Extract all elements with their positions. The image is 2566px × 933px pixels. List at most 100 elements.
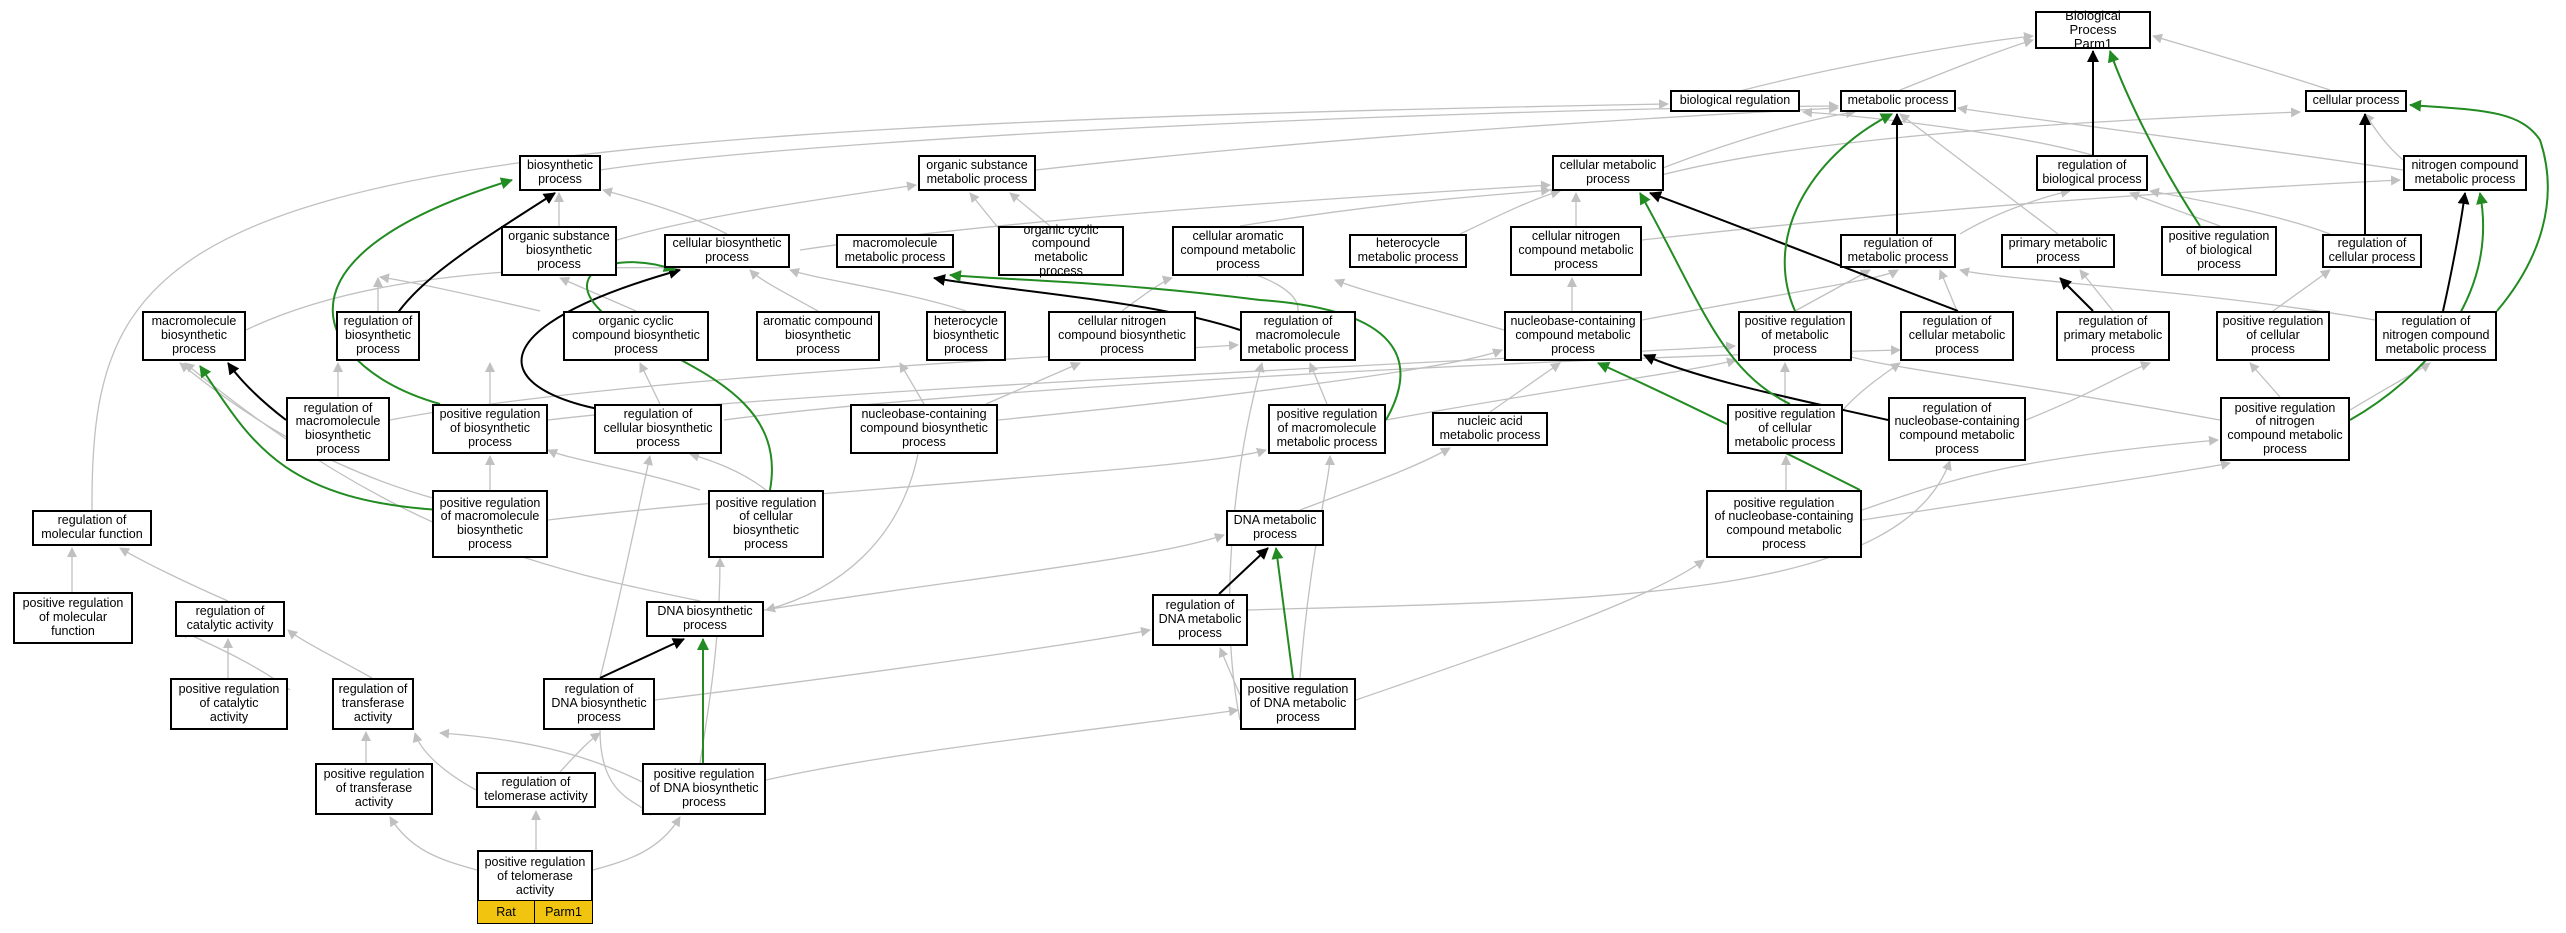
edge-is-a <box>1842 362 1901 411</box>
edge-is-a <box>1239 267 1299 312</box>
node-label: positive regulation of catalytic activit… <box>178 682 280 724</box>
node-dna-metabolic-process[interactable]: DNA metabolic process <box>1226 510 1324 546</box>
node-organic-cyclic-compound-metabolic-process[interactable]: organic cyclic compound metabolic proces… <box>998 223 1124 278</box>
node-positive-regulation-of-molecular-function[interactable]: positive regulation of molecular functio… <box>13 592 133 644</box>
node-label: metabolic process <box>1847 93 1949 108</box>
edge-is-a <box>997 348 1503 421</box>
node-cellular-process[interactable]: cellular process <box>2305 90 2407 112</box>
node-regulation-of-molecular-function[interactable]: regulation of molecular function <box>32 510 152 546</box>
node-biological-regulation[interactable]: biological regulation <box>1670 90 1800 112</box>
node-regulation-of-biosynthetic-process[interactable]: regulation of biosynthetic process <box>336 311 420 361</box>
node-positive-regulation-of-metabolic-process[interactable]: positive regulation of metabolic process <box>1738 311 1852 361</box>
node-regulation-of-macromolecule-metabolic-process[interactable]: regulation of macromolecule metabolic pr… <box>1240 311 1356 361</box>
edge-is-a <box>1938 269 1958 312</box>
node-regulation-of-dna-metabolic-process[interactable]: regulation of DNA metabolic process <box>1152 594 1248 646</box>
node-metabolic-process[interactable]: metabolic process <box>1840 90 1956 112</box>
edge-positively-regulates <box>1271 547 1294 679</box>
node-label: heterocycle biosynthetic process <box>932 314 999 356</box>
node-cellular-biosynthetic-process[interactable]: cellular biosynthetic process <box>664 234 790 268</box>
node-label: regulation of DNA biosynthetic process <box>551 682 647 724</box>
node-regulation-of-dna-biosynthetic-process[interactable]: regulation of DNA biosynthetic process <box>543 678 655 730</box>
node-regulation-of-transferase-activity[interactable]: regulation of transferase activity <box>332 678 414 730</box>
node-positive-regulation-of-nitrogen-compound-metabolic-process[interactable]: positive regulation of nitrogen compound… <box>2220 397 2350 461</box>
node-positive-regulation-of-biological-process[interactable]: positive regulation of biological proces… <box>2161 226 2277 276</box>
node-biosynthetic-process[interactable]: biosynthetic process <box>519 155 601 191</box>
node-positive-regulation-of-macromolecule-metabolic-process[interactable]: positive regulation of macromolecule met… <box>1268 404 1386 454</box>
node-cellular-nitrogen-compound-biosynthetic-process[interactable]: cellular nitrogen compound biosynthetic … <box>1048 311 1196 361</box>
node-label: nucleobase-containing compound biosynthe… <box>860 407 988 449</box>
node-label: positive regulation of transferase activ… <box>323 767 425 809</box>
node-label: regulation of cellular metabolic process <box>1908 314 2006 356</box>
edge-regulates <box>1649 191 1959 312</box>
edge-is-a <box>1121 275 1173 312</box>
node-regulation-of-macromolecule-biosynthetic-process[interactable]: regulation of macromolecule biosynthetic… <box>286 397 390 461</box>
node-positive-regulation-of-biosynthetic-process[interactable]: positive regulation of biosynthetic proc… <box>432 404 548 454</box>
node-macromolecule-metabolic-process[interactable]: macromolecule metabolic process <box>836 234 954 268</box>
edge-is-a <box>1229 362 1265 721</box>
node-positive-regulation-of-cellular-process[interactable]: positive regulation of cellular process <box>2216 311 2330 361</box>
node-positive-regulation-of-macromolecule-biosynthetic-process[interactable]: positive regulation of macromolecule bio… <box>432 490 548 558</box>
node-label: cellular aromatic compound metabolic pro… <box>1180 229 1296 271</box>
node-regulation-of-nitrogen-compound-metabolic-process[interactable]: regulation of nitrogen compound metaboli… <box>2375 311 2497 361</box>
node-label: cellular biosynthetic process <box>672 236 782 264</box>
node-label: positive regulation of cellular process <box>2222 314 2324 356</box>
node-positive-regulation-of-dna-biosynthetic-process[interactable]: positive regulation of DNA biosynthetic … <box>642 763 766 815</box>
node-cellular-metabolic-process[interactable]: cellular metabolic process <box>1552 155 1664 191</box>
node-regulation-of-cellular-metabolic-process[interactable]: regulation of cellular metabolic process <box>1900 311 2014 361</box>
node-heterocycle-biosynthetic-process[interactable]: heterocycle biosynthetic process <box>926 311 1006 361</box>
node-regulation-of-metabolic-process[interactable]: regulation of metabolic process <box>1840 234 1956 268</box>
node-cellular-nitrogen-compound-metabolic-process[interactable]: cellular nitrogen compound metabolic pro… <box>1510 226 1642 276</box>
node-regulation-of-catalytic-activity[interactable]: regulation of catalytic activity <box>175 601 285 637</box>
node-regulation-of-cellular-biosynthetic-process[interactable]: regulation of cellular biosynthetic proc… <box>594 404 722 454</box>
edge-is-a <box>1957 104 2404 171</box>
node-label: macromolecule metabolic process <box>844 236 946 264</box>
edge-is-a <box>1735 32 2034 93</box>
edge-is-a <box>2129 191 2221 227</box>
edge-is-a <box>602 187 728 235</box>
node-dna-biosynthetic-process[interactable]: DNA biosynthetic process <box>646 601 764 637</box>
edge-is-a <box>616 181 917 241</box>
node-positive-regulation-of-dna-metabolic-process[interactable]: positive regulation of DNA metabolic pro… <box>1240 678 1356 730</box>
node-nucleobase-containing-compound-metabolic-process[interactable]: nucleobase-containing compound metabolic… <box>1504 311 1642 361</box>
node-label: regulation of biosynthetic process <box>343 314 413 356</box>
node-nucleobase-containing-compound-biosynthetic-process[interactable]: nucleobase-containing compound biosynthe… <box>850 404 998 454</box>
node-label: organic substance metabolic process <box>926 158 1028 186</box>
node-macromolecule-biosynthetic-process[interactable]: macromolecule biosynthetic process <box>142 311 246 361</box>
edge-is-a <box>1959 187 2071 235</box>
node-label: regulation of metabolic process <box>1847 236 1949 264</box>
node-regulation-of-telomerase-activity[interactable]: regulation of telomerase activity <box>476 772 596 808</box>
node-regulation-of-biological-process[interactable]: regulation of biological process <box>2036 155 2148 191</box>
node-aromatic-compound-biosynthetic-process[interactable]: aromatic compound biosynthetic process <box>756 311 880 361</box>
edge-is-a <box>2249 362 2281 398</box>
edge-is-a <box>763 533 1225 611</box>
edge-is-a <box>689 451 767 491</box>
node-positive-regulation-of-nucleobase-containing-compound-metabolic-process[interactable]: positive regulation of nucleobase-contai… <box>1706 490 1862 558</box>
node-positive-regulation-of-cellular-biosynthetic-process[interactable]: positive regulation of cellular biosynth… <box>708 490 824 558</box>
node-positive-regulation-of-catalytic-activity[interactable]: positive regulation of catalytic activit… <box>170 678 288 730</box>
node-biological-process-root[interactable]: Biological Process Parm1 <box>2035 8 2151 51</box>
edge-is-a <box>1794 269 1871 312</box>
edge-is-a <box>559 732 601 773</box>
node-positive-regulation-of-cellular-metabolic-process[interactable]: positive regulation of cellular metaboli… <box>1727 404 1843 454</box>
node-organic-cyclic-compound-biosynthetic-process[interactable]: organic cyclic compound biosynthetic pro… <box>563 311 709 361</box>
node-regulation-of-cellular-process[interactable]: regulation of cellular process <box>2322 234 2422 268</box>
node-label: organic cyclic compound biosynthetic pro… <box>572 314 700 356</box>
node-organic-substance-metabolic-process[interactable]: organic substance metabolic process <box>918 155 1036 191</box>
node-regulation-of-primary-metabolic-process[interactable]: regulation of primary metabolic process <box>2056 311 2170 361</box>
edge-is-a <box>1842 352 2221 421</box>
node-cellular-aromatic-compound-metabolic-process[interactable]: cellular aromatic compound metabolic pro… <box>1172 226 1304 276</box>
node-nitrogen-compound-metabolic-process[interactable]: nitrogen compound metabolic process <box>2403 155 2527 191</box>
node-label: regulation of cellular process <box>2328 236 2416 264</box>
edge-is-a <box>969 192 1001 231</box>
node-primary-metabolic-process[interactable]: primary metabolic process <box>2001 234 2115 268</box>
node-nucleic-acid-metabolic-process[interactable]: nucleic acid metabolic process <box>1432 412 1548 446</box>
node-positive-regulation-of-transferase-activity[interactable]: positive regulation of transferase activ… <box>315 763 433 815</box>
node-heterocycle-metabolic-process[interactable]: heterocycle metabolic process <box>1349 234 1467 268</box>
node-regulation-of-nucleobase-containing-compound-metabolic-process[interactable]: regulation of nucleobase-containing comp… <box>1888 397 2026 461</box>
node-label: nucleobase-containing compound metabolic… <box>1510 314 1636 356</box>
node-label: cellular metabolic process <box>1559 158 1657 186</box>
node-organic-substance-biosynthetic-process[interactable]: organic substance biosynthetic process <box>501 226 617 276</box>
edge-positively-regulates <box>199 365 441 511</box>
node-label: biosynthetic process <box>526 158 593 186</box>
node-positive-regulation-of-telomerase-activity[interactable]: positive regulation of telomerase activi… <box>477 850 593 902</box>
